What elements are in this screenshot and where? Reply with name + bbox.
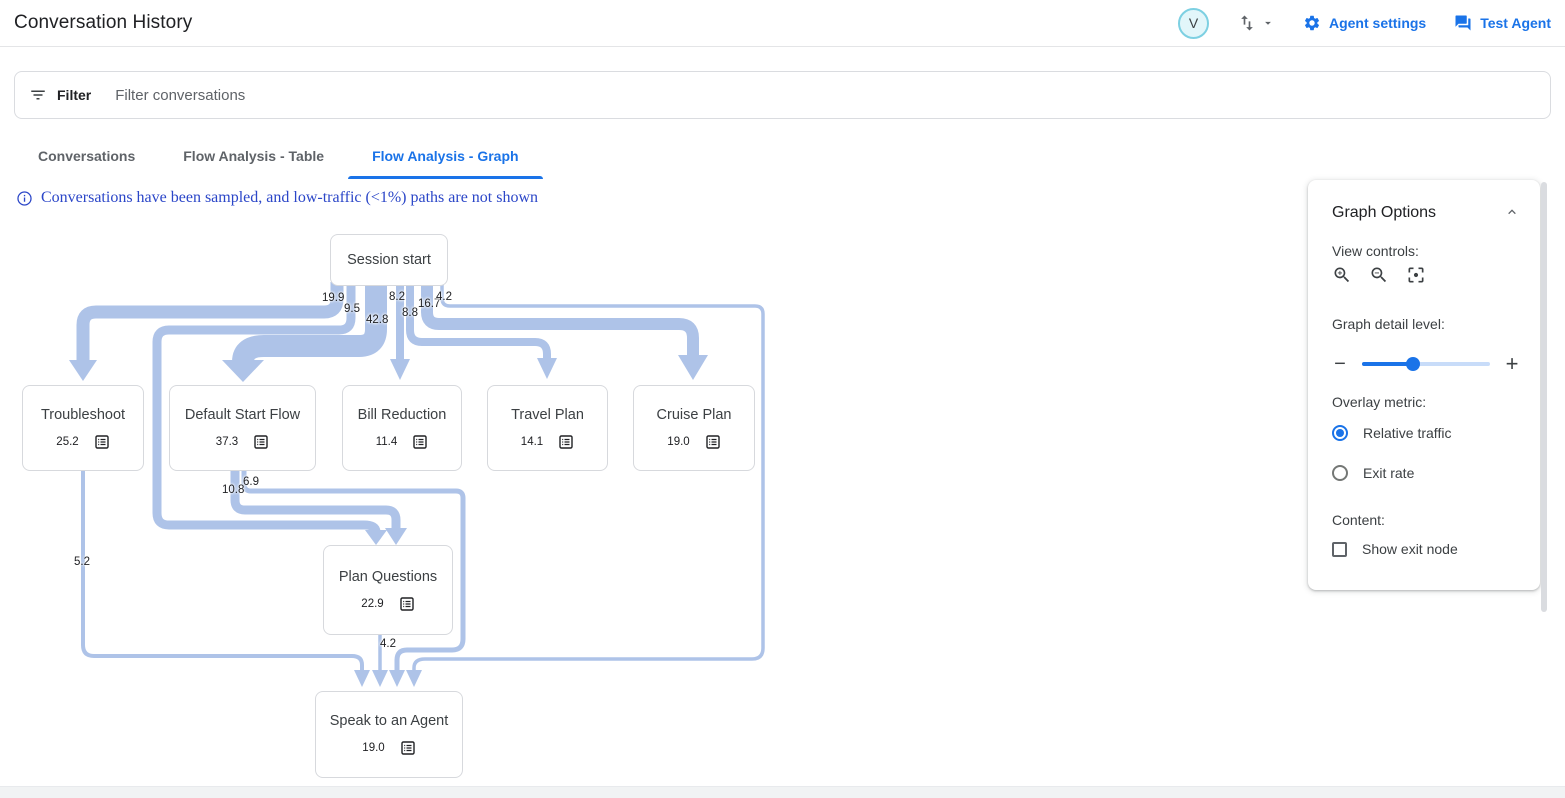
view-controls-label: View controls: (1332, 243, 1419, 259)
chevron-up-icon (1504, 204, 1520, 220)
flow-edges (69, 282, 765, 687)
filter-conversations-input[interactable] (115, 86, 1536, 104)
list-alt-icon[interactable] (253, 434, 269, 450)
horizontal-scrollbar-track[interactable] (0, 786, 1565, 798)
edge-value-label: 5.2 (74, 556, 90, 568)
flow-node-session-start[interactable]: Session start (330, 234, 448, 286)
gear-icon (1303, 14, 1321, 32)
tab-flow-analysis-table[interactable]: Flow Analysis - Table (183, 148, 325, 164)
flow-node-cruise-plan[interactable]: Cruise Plan 19.0 (633, 385, 755, 471)
filter-icon (29, 86, 47, 104)
avatar[interactable]: V (1177, 7, 1209, 39)
slider-thumb[interactable] (1406, 357, 1421, 371)
list-alt-icon[interactable] (94, 434, 110, 450)
edge-value-label: 9.5 (344, 303, 360, 315)
tab-bar: Conversations Flow Analysis - Table Flow… (14, 133, 543, 179)
node-traffic-value: 14.1 (520, 435, 544, 448)
list-alt-icon[interactable] (400, 740, 416, 756)
checkbox-show-exit-node[interactable]: Show exit node (1332, 541, 1458, 557)
flow-node-default-start-flow[interactable]: Default Start Flow 37.3 (169, 385, 316, 471)
edge-value-label: 10.8 (222, 484, 245, 496)
node-traffic-value: 22.9 (361, 597, 384, 610)
sampling-notice: Conversations have been sampled, and low… (16, 189, 538, 207)
agent-settings-label: Agent settings (1328, 15, 1427, 31)
checkbox-icon[interactable] (1332, 541, 1347, 557)
page-title: Conversation History (14, 12, 193, 33)
edge-value-label: 4.2 (436, 291, 452, 303)
detail-increase-button[interactable]: + (1505, 351, 1519, 376)
flow-node-troubleshoot[interactable]: Troubleshoot 25.2 (22, 385, 144, 471)
detail-decrease-button[interactable]: − (1334, 353, 1346, 375)
node-traffic-value: 11.4 (375, 435, 398, 448)
import-export-control[interactable] (1237, 13, 1275, 33)
edge-value-label: 4.2 (380, 638, 396, 650)
graph-detail-slider-row: − + (1328, 352, 1524, 376)
list-alt-icon[interactable] (399, 596, 415, 612)
radio-unselected-icon[interactable] (1332, 465, 1348, 481)
node-traffic-value: 19.0 (667, 435, 690, 448)
avatar-letter: V (1188, 15, 1199, 31)
test-agent-button[interactable]: Test Agent (1454, 14, 1551, 32)
edge-value-label: 16.7 (418, 298, 441, 310)
edge-value-label: 19.9 (322, 292, 345, 304)
radio-exit-rate[interactable]: Exit rate (1332, 465, 1414, 481)
edge-value-label: 8.8 (402, 307, 418, 319)
list-alt-icon[interactable] (412, 434, 428, 450)
flow-node-speak-to-an-agent[interactable]: Speak to an Agent 19.0 (315, 691, 463, 778)
flow-node-bill-reduction[interactable]: Bill Reduction 11.4 (342, 385, 462, 471)
chevron-down-icon (1261, 16, 1275, 30)
edge-value-label: 6.9 (243, 476, 259, 488)
flow-graph-canvas[interactable]: Session start Troubleshoot 25.2 Default … (0, 0, 1310, 798)
info-icon (16, 190, 33, 207)
tab-flow-analysis-graph[interactable]: Flow Analysis - Graph (348, 133, 543, 179)
vertical-scrollbar-thumb[interactable] (1541, 182, 1547, 612)
flow-node-plan-questions[interactable]: Plan Questions 22.9 (323, 545, 453, 635)
import-export-icon (1237, 13, 1257, 33)
zoom-out-icon (1369, 265, 1389, 285)
flow-node-travel-plan[interactable]: Travel Plan 14.1 (487, 385, 608, 471)
center-graph-button[interactable] (1406, 265, 1426, 285)
slider-track (1362, 362, 1490, 366)
test-agent-label: Test Agent (1480, 15, 1551, 31)
radio-selected-icon[interactable] (1332, 425, 1348, 441)
filter-label: Filter (57, 87, 92, 103)
graph-detail-label: Graph detail level: (1332, 316, 1445, 332)
tab-conversations[interactable]: Conversations (38, 148, 136, 164)
center-focus-icon (1406, 265, 1426, 285)
graph-options-panel: Graph Options View controls: (1308, 180, 1540, 590)
list-alt-icon[interactable] (705, 434, 721, 450)
list-alt-icon[interactable] (558, 434, 574, 450)
header-actions: V Agent settings Test Agen (1177, 7, 1551, 39)
collapse-panel-button[interactable] (1504, 204, 1520, 225)
graph-detail-slider[interactable] (1362, 352, 1490, 376)
overlay-metric-label: Overlay metric: (1332, 394, 1427, 410)
zoom-out-button[interactable] (1369, 265, 1389, 285)
node-traffic-value: 37.3 (215, 435, 239, 448)
radio-relative-traffic[interactable]: Relative traffic (1332, 425, 1451, 441)
zoom-in-button[interactable] (1332, 265, 1352, 285)
node-traffic-value: 25.2 (56, 435, 79, 448)
graph-options-title: Graph Options (1332, 204, 1437, 221)
zoom-in-icon (1332, 265, 1352, 285)
app-header: Conversation History V Agent settings (0, 0, 1565, 47)
filter-bar: Filter (14, 71, 1551, 119)
sampling-notice-text: Conversations have been sampled, and low… (41, 189, 539, 206)
content-label: Content: (1332, 512, 1385, 528)
slider-fill (1362, 362, 1414, 366)
edge-value-label: 42.8 (366, 314, 389, 326)
chat-icon (1454, 14, 1472, 32)
node-traffic-value: 19.0 (362, 742, 385, 754)
edge-value-label: 8.2 (389, 291, 405, 303)
view-controls (1332, 265, 1426, 285)
agent-settings-button[interactable]: Agent settings (1303, 14, 1426, 32)
